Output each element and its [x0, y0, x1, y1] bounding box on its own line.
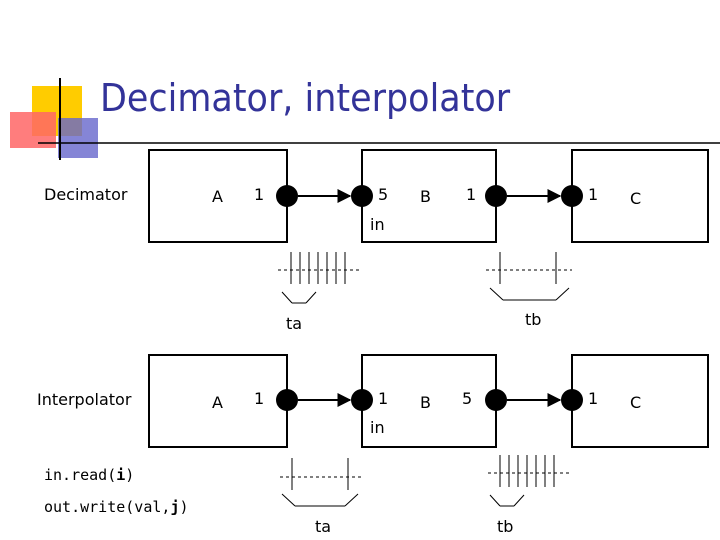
logo-red-square [10, 112, 56, 148]
interpolator-row: A 1 1 in B 5 1 C ta [148, 354, 709, 536]
code-write-arg: j [170, 498, 180, 516]
decimator-timeline-ta [278, 252, 362, 304]
decimator-label: Decimator [44, 185, 128, 204]
code-write-line: out.write(val,j) [44, 498, 189, 516]
code-write-suffix: ) [179, 498, 189, 516]
interpolator-port-b-in [351, 389, 373, 411]
interpolator-timeline-tb-label: tb [497, 517, 513, 536]
code-write-prefix: out.write(val, [44, 498, 171, 516]
interpolator-actor-a-label: A [212, 393, 223, 412]
code-read-arg: i [116, 466, 126, 484]
decimator-port-a-out [276, 185, 298, 207]
decimator-timeline-tb [486, 252, 572, 301]
interpolator-actor-c-label: C [630, 393, 641, 412]
logo-blue-square [58, 118, 98, 158]
interpolator-rate-a-out: 1 [254, 389, 264, 408]
decimator-rate-c-in: 1 [588, 185, 598, 204]
interpolator-port-b-out [485, 389, 507, 411]
page-title: Decimator, interpolator [100, 76, 511, 120]
decimator-timeline-tb-label: tb [525, 310, 541, 329]
interpolator-actor-b-label: B [420, 393, 431, 412]
code-read-suffix: ) [125, 466, 135, 484]
interpolator-timeline-ta-label: ta [315, 517, 331, 536]
decimator-actor-a-label: A [212, 187, 223, 206]
interpolator-rate-b-in: 1 [378, 389, 388, 408]
decimator-rate-b-out: 1 [466, 185, 476, 204]
decimator-port-c-in [561, 185, 583, 207]
interpolator-label: Interpolator [37, 390, 132, 409]
decimator-port-b-in [351, 185, 373, 207]
decimator-actor-c-label: C [630, 189, 641, 208]
decimator-timeline-ta-label: ta [286, 314, 302, 333]
decimator-rate-a-out: 1 [254, 185, 264, 204]
interpolator-timeline-ta [280, 458, 364, 507]
interpolator-rate-c-in: 1 [588, 389, 598, 408]
code-read-prefix: in.read( [44, 466, 117, 484]
decimator-row: A 1 5 in B 1 1 C ta [148, 149, 709, 333]
decimator-rate-b-in: 5 [378, 185, 388, 204]
interpolator-timeline-tb [488, 455, 572, 507]
interpolator-port-c-in [561, 389, 583, 411]
decimator-port-in-label: in [370, 215, 385, 234]
decimator-actor-b-label: B [420, 187, 431, 206]
interpolator-port-in-label: in [370, 418, 385, 437]
interpolator-port-a-out [276, 389, 298, 411]
interpolator-rate-b-out: 5 [462, 389, 472, 408]
decimator-port-b-out [485, 185, 507, 207]
code-read-line: in.read(i) [44, 466, 134, 484]
